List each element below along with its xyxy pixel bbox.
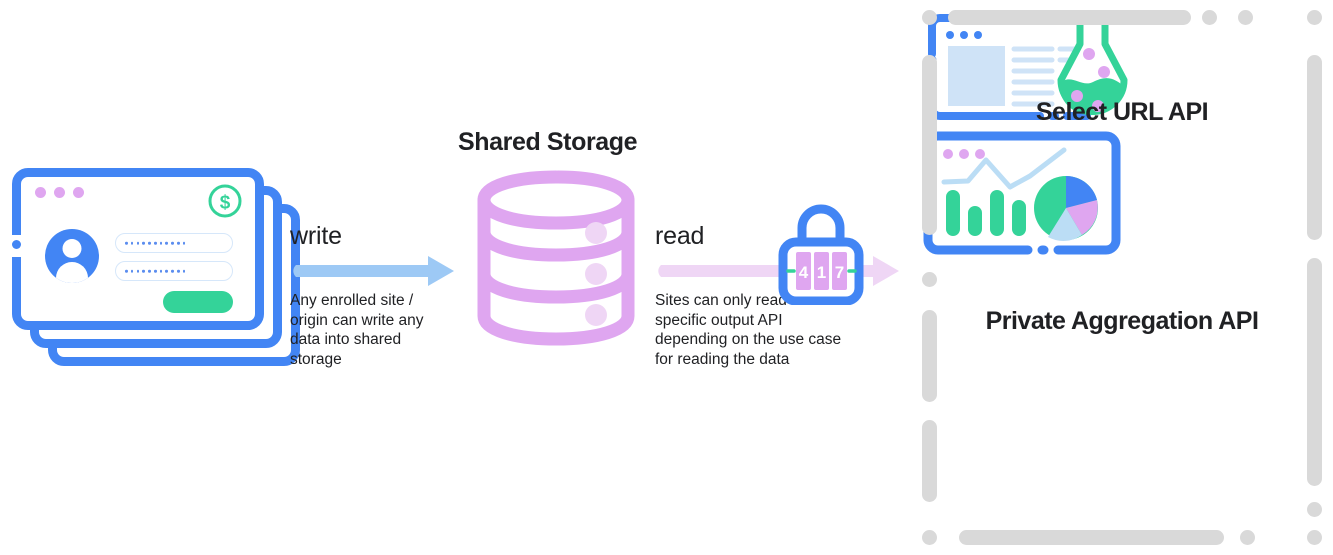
titlebar-dot-2: [54, 187, 65, 198]
combination-lock-icon: 4 1 7: [778, 200, 864, 306]
write-caption: Any enrolled site / origin can write any…: [290, 292, 424, 368]
panel-border-dash-right-2: [1307, 258, 1322, 486]
database-cylinder-icon: [470, 170, 642, 348]
window-titlebar-dots: [35, 187, 84, 198]
panel-border-dot-bottom-1: [1240, 530, 1255, 545]
panel-border-dot-bottom-left: [922, 530, 937, 545]
password-dots-1: [125, 241, 186, 245]
lock-digit-1: 4: [799, 263, 809, 282]
write-label: write: [290, 222, 342, 250]
panel-border-dot-top-right: [1307, 10, 1322, 25]
password-field-2[interactable]: [115, 261, 233, 281]
browser-window-with-charts-icon: [922, 130, 1122, 260]
password-dots-2: [125, 269, 186, 273]
panel-border-dash-top: [948, 10, 1191, 25]
write-flow-group: write Any enrolled site / origin can wri…: [290, 222, 470, 369]
password-field-1[interactable]: [115, 233, 233, 253]
avatar-head: [62, 239, 82, 258]
svg-text:$: $: [220, 193, 231, 214]
select-url-api-title: Select URL API: [1035, 98, 1209, 126]
panel-border-dot-top-2: [1238, 10, 1253, 25]
output-apis-panel: Select URL API: [922, 10, 1322, 545]
dollar-circle-icon: $: [207, 183, 243, 219]
panel-border-dot-top-left: [922, 10, 937, 25]
titlebar-dot-1: [35, 187, 46, 198]
browser-window-stack: $: [12, 168, 302, 368]
user-avatar-icon: [45, 229, 99, 283]
panel-border-dash-left-2: [922, 310, 937, 402]
window-edge-dot: [12, 240, 21, 249]
private-aggregation-api-title: Private Aggregation API: [985, 307, 1259, 335]
storage-title: Shared Storage: [458, 128, 638, 156]
panel-border-dash-right-1: [1307, 55, 1322, 240]
avatar-body: [56, 262, 88, 283]
panel-border-dash-bottom: [959, 530, 1224, 545]
panel-border-dash-left-3: [922, 420, 937, 502]
lock-digit-2: 1: [817, 263, 826, 282]
pie-chart: [1034, 176, 1098, 241]
panel-border-dot-top-1: [1202, 10, 1217, 25]
titlebar-dot-3: [73, 187, 84, 198]
browser-window-front: $: [12, 168, 264, 330]
panel-border-dash-left-1: [922, 55, 937, 235]
read-label: read: [655, 222, 705, 250]
submit-button[interactable]: [163, 291, 233, 313]
panel-border-dot-left: [922, 272, 937, 287]
lock-digit-3: 7: [835, 263, 844, 282]
panel-border-dot-bottom-right: [1307, 530, 1322, 545]
write-arrow-icon: [290, 251, 470, 291]
panel-border-dot-right: [1307, 502, 1322, 517]
